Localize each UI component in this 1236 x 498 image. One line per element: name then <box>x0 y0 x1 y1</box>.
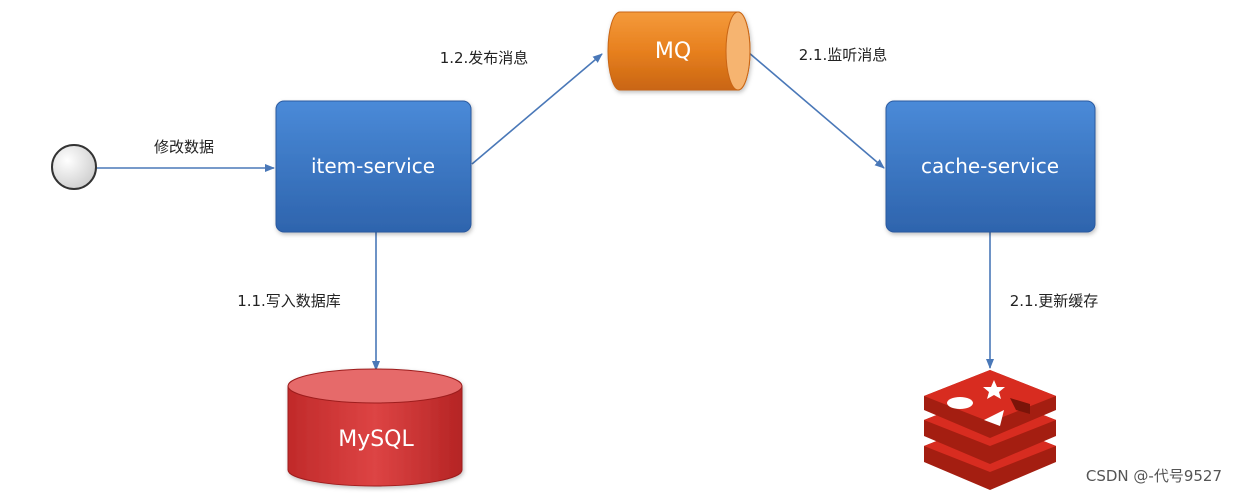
edge-label-publish-message: 1.2.发布消息 <box>440 49 529 67</box>
cache-service-node: cache-service <box>885 100 1096 233</box>
mysql-node: MySQL <box>287 368 463 487</box>
redis-triangle-shape <box>984 410 1004 426</box>
edge-label-modify-data: 修改数据 <box>154 138 214 156</box>
edge-modify-data: 修改数据 <box>96 138 275 172</box>
watermark: CSDN @-代号9527 <box>1086 467 1222 485</box>
edge-label-write-database: 1.1.写入数据库 <box>237 292 341 310</box>
edge-label-update-cache: 2.1.更新缓存 <box>1010 292 1099 310</box>
edge-publish-message: 1.2.发布消息 <box>440 49 603 165</box>
redis-dark-shape <box>1010 398 1030 414</box>
edge-write-database: 1.1.写入数据库 <box>237 232 380 371</box>
item-service-node: item-service <box>275 100 472 233</box>
edge-label-listen-message: 2.1.监听消息 <box>799 46 888 64</box>
start-node <box>51 144 97 190</box>
redis-ellipse-shape <box>947 397 973 409</box>
edge-listen-message: 2.1.监听消息 <box>747 46 888 169</box>
mysql-label: MySQL <box>338 427 414 452</box>
edge-update-cache: 2.1.更新缓存 <box>986 232 1099 369</box>
redis-star-shape <box>983 380 1005 399</box>
cache-service-label: cache-service <box>921 154 1059 178</box>
mq-label: MQ <box>655 39 691 64</box>
mq-node: MQ <box>607 11 751 91</box>
redis-logo <box>924 370 1056 490</box>
item-service-label: item-service <box>311 154 435 178</box>
